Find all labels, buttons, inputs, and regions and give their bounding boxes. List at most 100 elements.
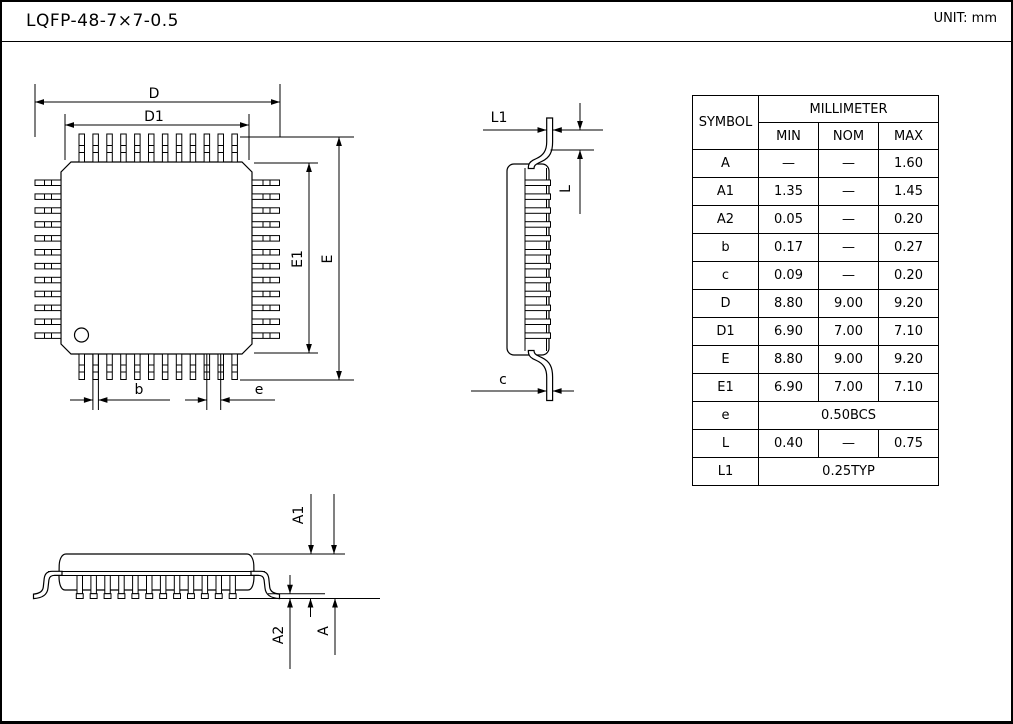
arrowhead: [65, 122, 74, 128]
symbol-cell: E1: [692, 373, 759, 402]
pin: [524, 262, 551, 270]
min-cell: 6.90: [758, 317, 819, 346]
unit-label: UNIT: mm: [933, 11, 997, 26]
dim-label-c: c: [499, 372, 507, 388]
pin: [78, 133, 85, 163]
nom-cell: —: [818, 429, 879, 458]
title-bar: LQFP-48-7×7-0.5 UNIT: mm: [2, 2, 1011, 42]
pin: [251, 193, 280, 200]
pin: [524, 332, 551, 339]
pin: [34, 249, 62, 256]
table-header-millimeter: MILLIMETER: [757, 95, 940, 123]
pin: [159, 575, 167, 595]
min-cell: 8.80: [758, 289, 819, 318]
arrowhead: [220, 397, 230, 403]
nom-cell: 9.00: [818, 289, 879, 318]
pin: [251, 179, 280, 186]
value-cell: 0.25TYP: [757, 457, 940, 486]
pin: [524, 290, 551, 298]
pin: [251, 304, 280, 312]
pin: [229, 575, 236, 595]
pin: [231, 353, 238, 380]
min-cell: 0.09: [758, 261, 819, 290]
table-header-nom: NOM: [818, 122, 879, 150]
package-body-side-view: [506, 163, 550, 356]
pin-foot: [200, 593, 209, 600]
pin: [175, 353, 183, 380]
pin: [34, 193, 62, 200]
dim-label-A2: A2: [271, 626, 287, 644]
max-cell: 0.27: [877, 233, 940, 262]
max-cell: 9.20: [877, 345, 940, 374]
pin-foot: [228, 593, 237, 600]
pin: [189, 353, 197, 380]
arrowhead: [307, 598, 314, 608]
pin: [161, 353, 169, 380]
pin: [118, 575, 125, 595]
package-body-top-view: [60, 161, 253, 355]
max-cell: 7.10: [877, 317, 940, 346]
lead-bottom-side-view: [527, 349, 554, 402]
pin: [92, 133, 99, 163]
symbol-cell: D: [692, 289, 759, 318]
arrowhead: [287, 584, 293, 594]
pin: [132, 575, 139, 595]
arrowhead: [537, 388, 547, 394]
nom-cell: —: [818, 205, 879, 234]
arrowhead: [577, 150, 583, 159]
arrowhead: [308, 545, 314, 554]
min-cell: 0.40: [758, 429, 819, 458]
pin-foot: [117, 593, 126, 600]
arrowhead: [306, 344, 312, 353]
pin: [34, 332, 62, 339]
dim-label-L1: L1: [491, 110, 508, 126]
symbol-cell: e: [692, 401, 759, 430]
table-header-max: MAX: [877, 122, 940, 150]
dim-label-A1: A1: [291, 506, 307, 524]
pin: [524, 221, 551, 228]
table-header-symbol: SYMBOL: [692, 95, 759, 150]
dim-label-L: L: [558, 185, 574, 193]
pin: [106, 133, 113, 163]
max-cell: 0.75: [877, 429, 940, 458]
pin: [34, 290, 62, 298]
min-cell: 8.80: [758, 345, 819, 374]
arrowhead: [336, 371, 342, 380]
nom-cell: 7.00: [818, 373, 879, 402]
lead-top-side-view: [527, 117, 554, 170]
pin: [201, 575, 209, 595]
arrowhead: [240, 122, 249, 128]
dim-label-D1: D1: [144, 109, 164, 125]
symbol-cell: E: [692, 345, 759, 374]
pin: [34, 304, 62, 312]
arrowhead: [98, 397, 108, 403]
nom-cell: —: [818, 177, 879, 206]
pin-foot: [173, 593, 182, 600]
symbol-cell: b: [692, 233, 759, 262]
max-cell: 0.20: [877, 205, 940, 234]
nom-cell: —: [818, 261, 879, 290]
max-cell: 7.10: [877, 373, 940, 402]
pin: [524, 249, 551, 256]
pin: [173, 575, 181, 595]
dim-label-b: b: [135, 382, 144, 398]
min-cell: 6.90: [758, 373, 819, 402]
pin: [251, 318, 280, 325]
pin: [120, 353, 127, 380]
min-cell: 0.17: [758, 233, 819, 262]
max-cell: 0.20: [877, 261, 940, 290]
gullwing-lead-right: [250, 570, 281, 600]
arrowhead: [336, 137, 342, 146]
pin: [251, 207, 280, 214]
arrowhead: [35, 99, 44, 105]
pin: [524, 318, 551, 325]
table-row: A——1.60: [692, 149, 940, 178]
pin: [104, 575, 111, 595]
nom-cell: 7.00: [818, 317, 879, 346]
